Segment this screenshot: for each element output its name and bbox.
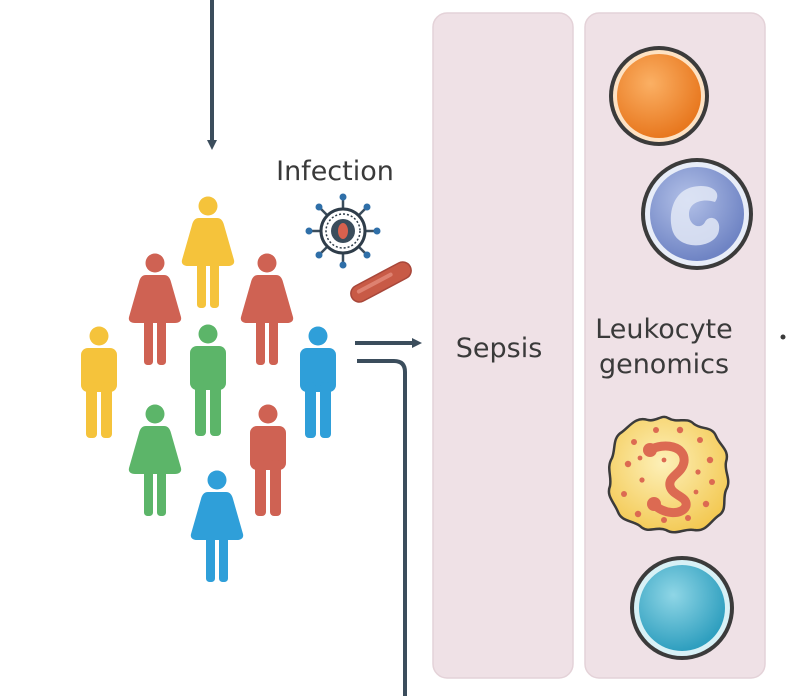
granulocyte-cell-icon [607, 415, 730, 534]
infection-label: Infection [276, 156, 394, 187]
lymphocyte-cell-icon [641, 158, 753, 270]
person-female-red-icon [128, 253, 182, 365]
person-male-yellow-icon [81, 326, 117, 438]
person-female-yellow-icon [181, 196, 235, 308]
people-group [81, 196, 336, 582]
person-male-green-icon [190, 324, 226, 436]
bacterium-icon [350, 261, 412, 303]
person-male-blue-icon [300, 326, 336, 438]
downward-connector [357, 359, 407, 696]
monocyte-cell-icon [609, 46, 709, 146]
person-female-red-icon [240, 253, 294, 365]
person-female-green-icon [128, 404, 182, 516]
continuation-dot-icon [780, 334, 786, 340]
leukocyte-label-line2: genomics [599, 349, 729, 380]
leukocyte-label-line1: Leukocyte [595, 314, 733, 345]
sepsis-label: Sepsis [456, 333, 543, 364]
virus-icon [305, 193, 381, 269]
person-male-red-icon [250, 404, 286, 516]
sepsis-panel [432, 12, 574, 679]
person-female-blue-icon [190, 470, 244, 582]
basophil-cell-icon [630, 556, 734, 660]
